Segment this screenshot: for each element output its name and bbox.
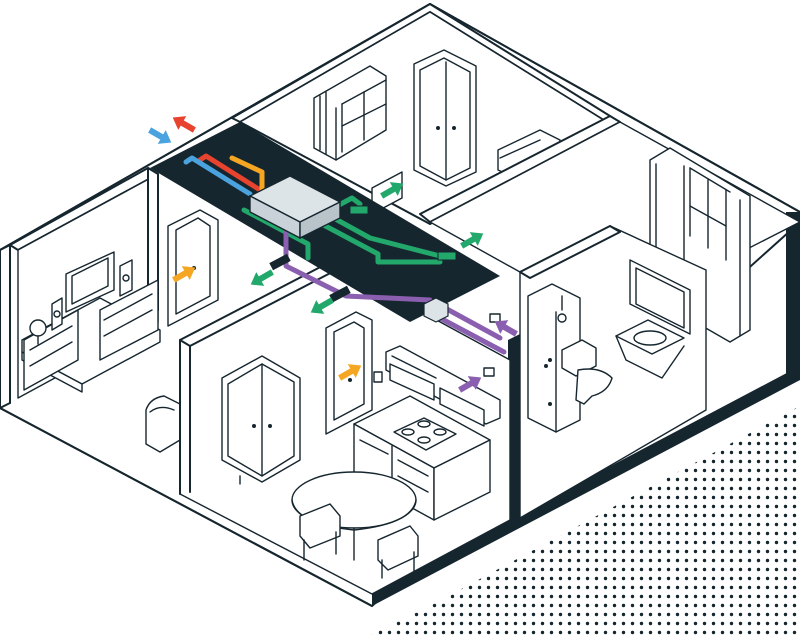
- toilet: [561, 339, 613, 405]
- duct-supply-4: [327, 213, 443, 259]
- bathroom: [519, 225, 707, 519]
- ducts: [183, 153, 507, 355]
- wardrobe-top: [413, 49, 477, 187]
- extract-arrow-kitchen: [458, 376, 482, 393]
- extract-arrow-bathroom: [494, 320, 518, 337]
- arrows: [148, 116, 518, 393]
- transfer-arrow-left-door: [172, 266, 196, 283]
- chair-left: [299, 503, 341, 561]
- supply-arrow-left-bedroom: [250, 269, 274, 286]
- wardrobe-living: [221, 355, 301, 485]
- chair-right: [377, 525, 419, 579]
- duct-supply-3: [315, 219, 443, 265]
- vents: [269, 205, 501, 377]
- floor-shadow-dots: [360, 406, 800, 638]
- supply-arrow-living: [310, 297, 334, 314]
- bedroom-left: [9, 167, 219, 453]
- supply-arrow-top-bedroom: [380, 182, 404, 199]
- sink: [615, 319, 685, 379]
- shower: [527, 283, 581, 433]
- transfer-arrow-kitchen-door: [338, 364, 362, 381]
- mvhr-unit: [248, 175, 342, 240]
- duct-extract-3: [437, 315, 507, 355]
- duct-exhaust: [197, 153, 263, 193]
- duct-orange: [229, 155, 265, 193]
- duct-extract-1: [283, 227, 433, 303]
- mirror: [629, 259, 691, 335]
- desk: [21, 251, 161, 393]
- wall-cabinets: [385, 345, 501, 427]
- base-cabinets: [353, 395, 491, 521]
- duct-supply-1: [241, 207, 311, 261]
- window-top: [313, 65, 387, 161]
- supply-arrow-right-bedroom: [460, 232, 484, 249]
- armchair: [145, 395, 181, 453]
- outdoor-air-arrow: [148, 127, 172, 144]
- duct-outdoor: [183, 155, 253, 197]
- exhaust-air-arrow: [172, 116, 196, 133]
- kitchen-dining: [179, 261, 511, 595]
